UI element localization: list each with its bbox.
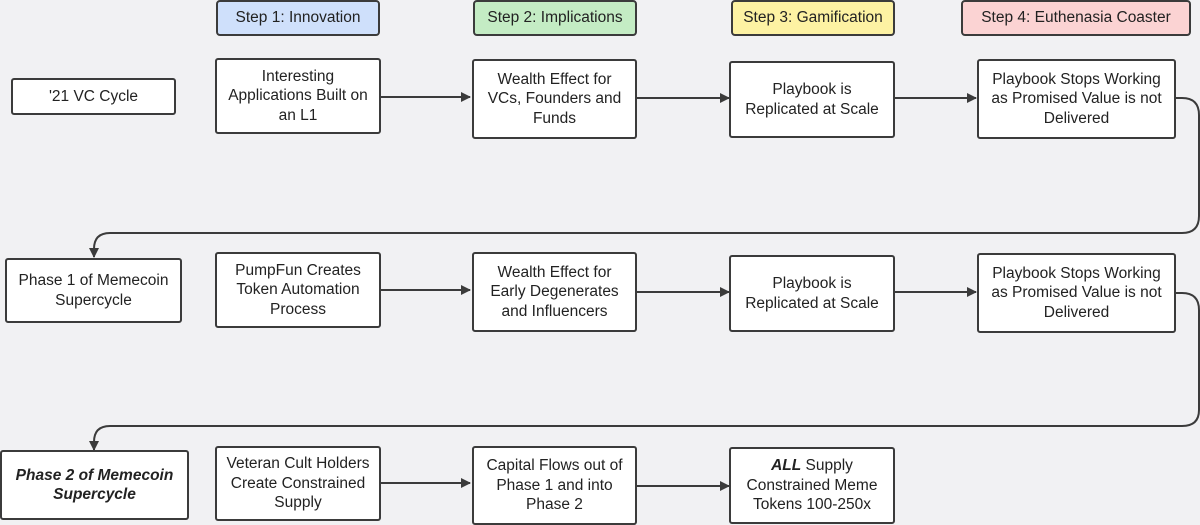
- row2-step2-box: Wealth Effect for Early Degenerates and …: [472, 252, 637, 332]
- all-emphasis: ALL: [771, 457, 802, 475]
- header-step-3: Step 3: Gamification: [731, 0, 895, 36]
- row1-step2-box: Wealth Effect for VCs, Founders and Fund…: [472, 59, 637, 139]
- row3-step3-rest: Supply Constrained Meme Tokens 100-250x: [746, 457, 878, 514]
- row2-step1-box: PumpFun Creates Token Automation Process: [215, 252, 381, 328]
- header-step-2: Step 2: Implications: [473, 0, 637, 36]
- phase-label-vc-cycle: '21 VC Cycle: [11, 78, 176, 115]
- row3-step1-box: Veteran Cult Holders Create Constrained …: [215, 446, 381, 521]
- row3-step2-box: Capital Flows out of Phase 1 and into Ph…: [472, 446, 637, 525]
- wrap-arrow-row1-to-row2: [89, 97, 1200, 258]
- row3-step3-text: ALL Supply Constrained Meme Tokens 100-2…: [737, 456, 887, 515]
- row1-step4-box: Playbook Stops Working as Promised Value…: [977, 59, 1176, 139]
- phase-label-memecoin-phase-2: Phase 2 of Memecoin Supercycle: [0, 450, 189, 520]
- header-step-4: Step 4: Euthenasia Coaster: [961, 0, 1191, 36]
- row1-step1-box: Interesting Applications Built on an L1: [215, 58, 381, 134]
- header-step-1: Step 1: Innovation: [216, 0, 380, 36]
- phase-label-memecoin-phase-1: Phase 1 of Memecoin Supercycle: [5, 258, 182, 323]
- row1-step3-box: Playbook is Replicated at Scale: [729, 61, 895, 138]
- row2-step4-box: Playbook Stops Working as Promised Value…: [977, 253, 1176, 333]
- wrap-arrow-row2-to-row3: [89, 292, 1200, 451]
- row3-step3-box: ALL Supply Constrained Meme Tokens 100-2…: [729, 447, 895, 524]
- row2-step3-box: Playbook is Replicated at Scale: [729, 255, 895, 332]
- phase-2-label-text: Phase 2 of Memecoin Supercycle: [15, 466, 174, 504]
